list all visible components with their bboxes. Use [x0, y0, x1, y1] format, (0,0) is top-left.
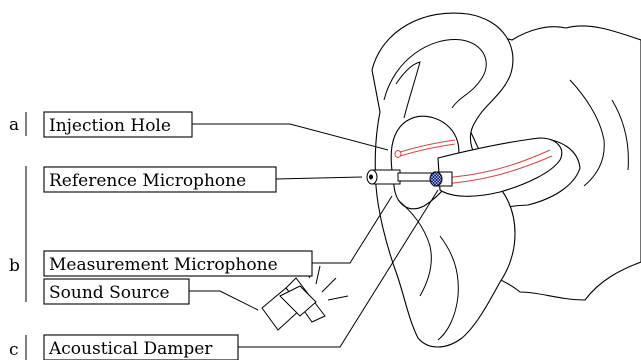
group-a-letter: a — [9, 115, 19, 135]
label-reference-microphone-text: Reference Microphone — [49, 171, 246, 191]
ear-illustration — [262, 13, 641, 347]
group-c: c — [9, 335, 26, 360]
measurement-microphone — [430, 172, 452, 186]
group-b: b — [9, 166, 26, 302]
leader-injection-hole — [192, 124, 388, 150]
label-measurement-microphone: Measurement Microphone — [44, 251, 312, 276]
leader-sound-source — [189, 291, 258, 310]
group-b-letter: b — [9, 256, 20, 276]
group-c-letter: c — [9, 340, 19, 360]
label-sound-source: Sound Source — [44, 279, 189, 304]
injection-hole-opening — [395, 151, 401, 158]
label-reference-microphone: Reference Microphone — [44, 167, 276, 192]
leader-reference-microphone — [276, 177, 362, 179]
group-a: a — [9, 112, 26, 136]
label-acoustical-damper-text: Acoustical Damper — [48, 339, 213, 359]
label-sound-source-text: Sound Source — [49, 283, 170, 303]
label-injection-hole: Injection Hole — [44, 112, 192, 137]
label-acoustical-damper: Acoustical Damper — [44, 335, 238, 360]
label-measurement-microphone-text: Measurement Microphone — [49, 255, 278, 275]
label-injection-hole-text: Injection Hole — [49, 116, 171, 136]
